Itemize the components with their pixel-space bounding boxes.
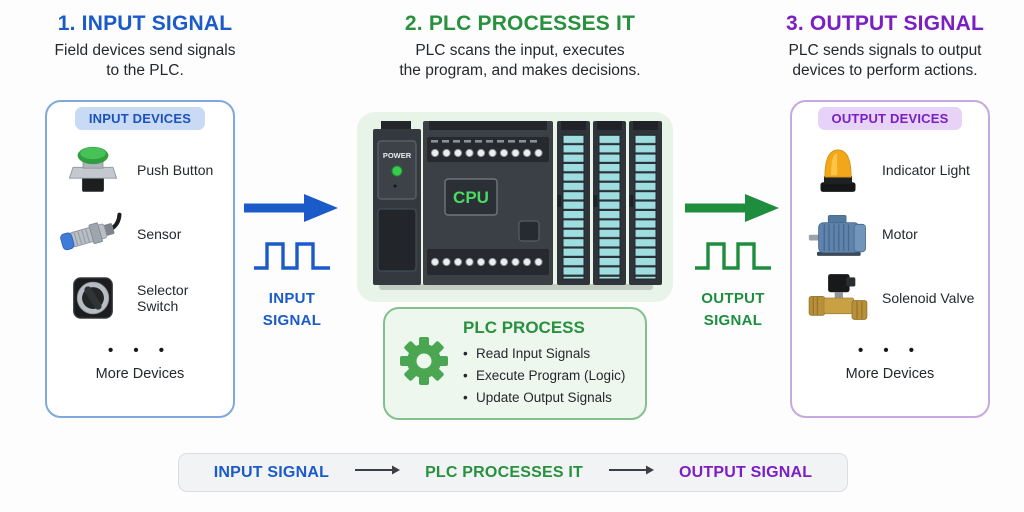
sensor-icon <box>59 203 127 265</box>
plc-process-title: PLC PROCESS <box>463 318 585 338</box>
flow-arrow-icon <box>353 463 401 482</box>
step3-header: 3. OUTPUT SIGNAL PLC sends signals to ou… <box>745 12 1024 82</box>
input-devices-box: INPUT DEVICES Push Button <box>45 100 235 418</box>
indicator-light-icon <box>804 139 872 201</box>
list-item: Push Button <box>59 138 233 202</box>
flow-output-signal: OUTPUT SIGNAL <box>678 463 813 481</box>
plc-process-bullet: Update Output Signals <box>463 387 625 409</box>
plc-process-bullet: Execute Program (Logic) <box>463 365 625 387</box>
step3-subtitle: PLC sends signals to output devices to p… <box>745 41 1024 82</box>
plc-process-bullet: Read Input Signals <box>463 343 625 365</box>
list-item: Motor <box>804 202 988 266</box>
output-signal-group: OUTPUT SIGNAL <box>678 192 788 332</box>
device-label: Sensor <box>137 226 182 242</box>
plc-controller-image: POWER CPU <box>365 117 665 298</box>
device-label: Motor <box>882 226 918 242</box>
solenoid-valve-icon <box>804 267 872 329</box>
more-devices-label: More Devices <box>95 366 185 382</box>
input-signal-group: INPUT SIGNAL <box>237 192 347 332</box>
step3-subtitle-line2: devices to perform actions. <box>792 62 978 80</box>
device-label: Push Button <box>137 162 214 178</box>
input-signal-line2: SIGNAL <box>262 311 322 329</box>
input-devices-badge: INPUT DEVICES <box>74 107 206 130</box>
plc-process-content: PLC PROCESS Read Input Signals Execute P… <box>463 318 625 409</box>
output-devices-box: OUTPUT DEVICES Indicator Light <box>790 100 990 418</box>
step1-header: 1. INPUT SIGNAL Field devices send signa… <box>35 12 255 82</box>
plc-process-box: PLC PROCESS Read Input Signals Execute P… <box>383 307 647 420</box>
more-devices-label: More Devices <box>845 366 935 382</box>
ellipsis-dots: • • • <box>107 342 173 359</box>
output-more-devices: • • • More Devices <box>792 342 988 382</box>
plc-hardware-panel: POWER CPU <box>357 112 673 302</box>
step2-header: 2. PLC PROCESSES IT PLC scans the input,… <box>355 12 685 82</box>
list-item: Indicator Light <box>804 138 988 202</box>
step3-subtitle-line1: PLC sends signals to output <box>788 42 982 59</box>
motor-icon <box>804 203 872 265</box>
flow-arrow-icon <box>607 463 655 482</box>
plc-cpu-label: CPU <box>453 188 489 207</box>
push-button-icon <box>59 139 127 201</box>
input-square-wave-icon <box>252 238 332 277</box>
step2-title: 2. PLC PROCESSES IT <box>404 12 636 35</box>
gear-icon <box>398 335 450 392</box>
output-signal-line2: SIGNAL <box>703 311 763 329</box>
device-label: Selector Switch <box>137 282 189 314</box>
flow-input-signal: INPUT SIGNAL <box>213 463 330 481</box>
list-item: Sensor <box>59 202 233 266</box>
step1-subtitle-line2: to the PLC. <box>106 62 184 80</box>
step1-subtitle-line1: Field devices send signals <box>54 42 236 59</box>
plc-power-label: POWER <box>383 151 412 160</box>
flow-summary-bar: INPUT SIGNAL PLC PROCESSES IT OUTPUT SIG… <box>178 453 848 492</box>
ellipsis-dots: • • • <box>857 342 923 359</box>
device-label: Solenoid Valve <box>882 290 975 306</box>
input-signal-line1: INPUT <box>268 290 316 307</box>
plc-process-list: Read Input Signals Execute Program (Logi… <box>463 343 625 409</box>
step2-subtitle: PLC scans the input, executes the progra… <box>355 41 685 82</box>
step1-subtitle: Field devices send signals to the PLC. <box>35 41 255 82</box>
output-signal-line1: OUTPUT <box>701 290 765 307</box>
output-square-wave-icon <box>693 238 773 277</box>
input-signal-label: INPUT SIGNAL <box>263 288 321 332</box>
step2-subtitle-line1: PLC scans the input, executes <box>415 42 625 59</box>
input-devices-list: Push Button <box>47 138 233 330</box>
output-signal-label: OUTPUT SIGNAL <box>701 288 764 332</box>
list-item: Solenoid Valve <box>804 266 988 330</box>
input-more-devices: • • • More Devices <box>47 342 233 382</box>
input-arrow-icon <box>244 192 340 229</box>
flow-plc-processes: PLC PROCESSES IT <box>425 463 583 481</box>
step2-subtitle-line2: the program, and makes decisions. <box>399 62 641 80</box>
device-label: Indicator Light <box>882 162 970 178</box>
output-devices-list: Indicator Light Motor <box>792 138 988 330</box>
step3-title: 3. OUTPUT SIGNAL <box>785 12 985 35</box>
list-item: Selector Switch <box>59 266 233 330</box>
output-devices-badge: OUTPUT DEVICES <box>817 107 963 130</box>
selector-switch-icon <box>59 267 127 329</box>
step1-title: 1. INPUT SIGNAL <box>57 12 233 35</box>
output-arrow-icon <box>685 192 781 229</box>
